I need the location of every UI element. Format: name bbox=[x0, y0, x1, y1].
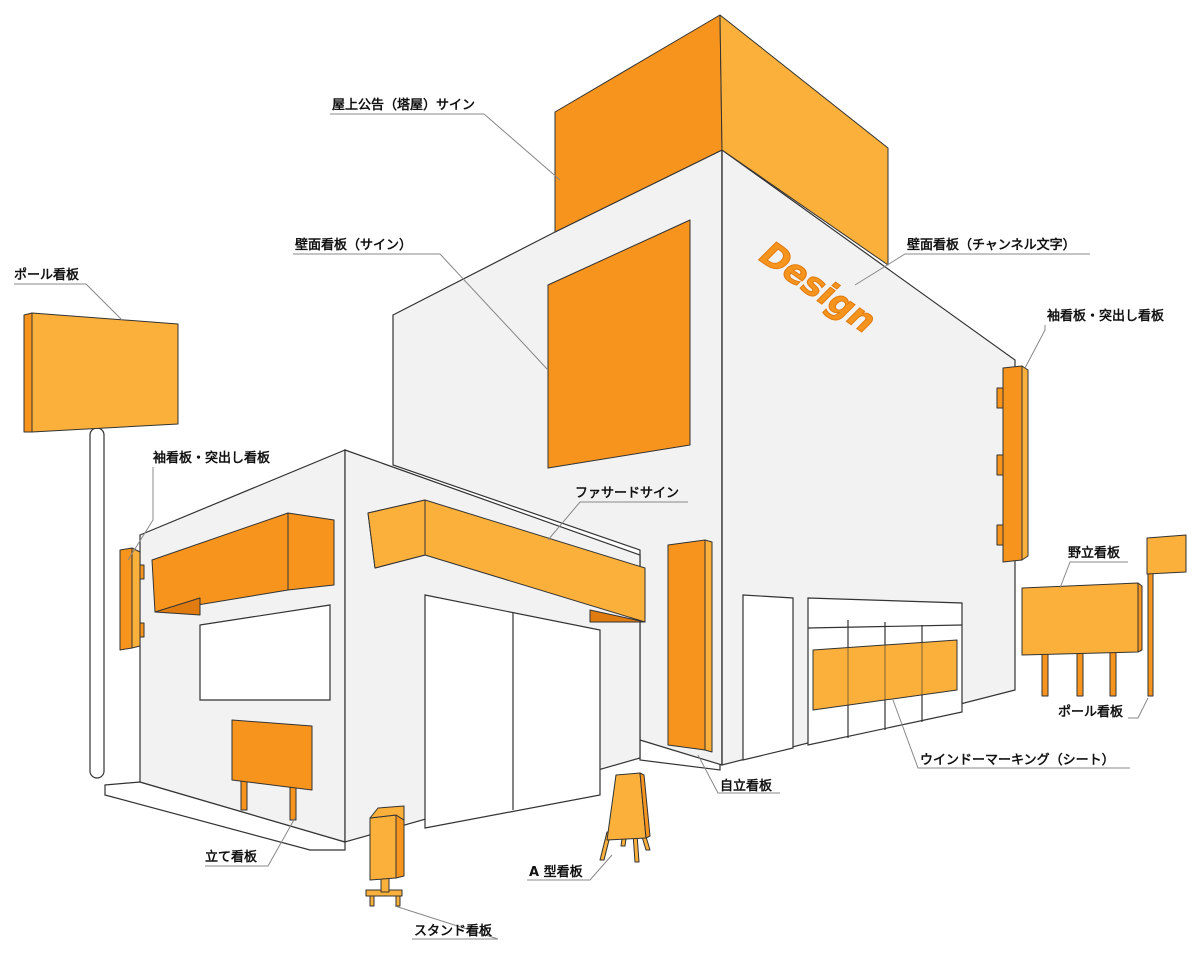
a-frame-sign bbox=[599, 772, 651, 863]
leader-field bbox=[1059, 561, 1128, 589]
standing-sign bbox=[231, 719, 313, 821]
freestanding-sign-side bbox=[704, 539, 713, 753]
label-projecting-right: 袖看板・突出し看板 bbox=[1047, 308, 1165, 324]
label-wall-sign: 壁面看板（サイン） bbox=[295, 237, 412, 253]
wall-sign-panel bbox=[547, 219, 691, 469]
facade-sign-underside bbox=[589, 609, 646, 623]
stand-sign bbox=[365, 805, 405, 907]
leader-pole-right bbox=[1128, 697, 1149, 719]
label-wall-channel: 壁面看板（チャンネル文字） bbox=[907, 237, 1076, 253]
label-rooftop: 屋上公告（塔屋）サイン bbox=[332, 97, 475, 113]
label-field: 野立看板 bbox=[1068, 545, 1121, 561]
pole-sign-left bbox=[23, 312, 179, 779]
leader-pole-left bbox=[14, 283, 123, 321]
label-pole-right: ポール看板 bbox=[1058, 704, 1124, 720]
label-standing: 立て看板 bbox=[205, 849, 258, 865]
leader-rooftop bbox=[330, 113, 561, 181]
label-a-frame: A 型看板 bbox=[529, 864, 584, 880]
window-film-dividers bbox=[847, 642, 923, 706]
leader-standing bbox=[205, 817, 296, 867]
leader-a-frame bbox=[527, 854, 613, 881]
label-projecting-left: 袖看板・突出し看板 bbox=[153, 450, 271, 466]
label-pole-left: ポール看板 bbox=[14, 267, 80, 283]
entrance-door bbox=[742, 594, 794, 761]
projecting-sign-left bbox=[119, 547, 145, 651]
side-window bbox=[199, 604, 331, 701]
leader-lines bbox=[14, 113, 1149, 940]
freestanding-sign-front bbox=[667, 539, 706, 751]
leader-stand bbox=[394, 905, 499, 940]
label-window: ウインドーマーキング（シート） bbox=[920, 752, 1115, 768]
leader-facade bbox=[547, 501, 688, 541]
leader-wall-channel bbox=[854, 253, 1090, 286]
leader-projecting-left bbox=[127, 467, 154, 561]
label-facade: ファサードサイン bbox=[575, 486, 679, 501]
labels: 屋上公告（塔屋）サイン 壁面看板（サイン） 壁面看板（チャンネル文字） ポール看… bbox=[14, 97, 1165, 939]
pole-sign-right bbox=[1146, 534, 1187, 697]
low-building-fascia-sign-underside bbox=[154, 597, 201, 616]
leader-window bbox=[892, 699, 1130, 769]
leader-freestanding bbox=[697, 754, 780, 794]
low-building-fascia-sign-side bbox=[287, 512, 335, 591]
label-freestanding: 自立看板 bbox=[720, 778, 773, 794]
projecting-sign-right bbox=[996, 365, 1029, 563]
leader-wall-sign bbox=[293, 253, 549, 371]
label-stand: スタンド看板 bbox=[414, 923, 493, 939]
field-sign bbox=[1021, 582, 1143, 697]
leader-projecting-right bbox=[1024, 325, 1046, 369]
facade-sign-left-face bbox=[367, 499, 426, 569]
